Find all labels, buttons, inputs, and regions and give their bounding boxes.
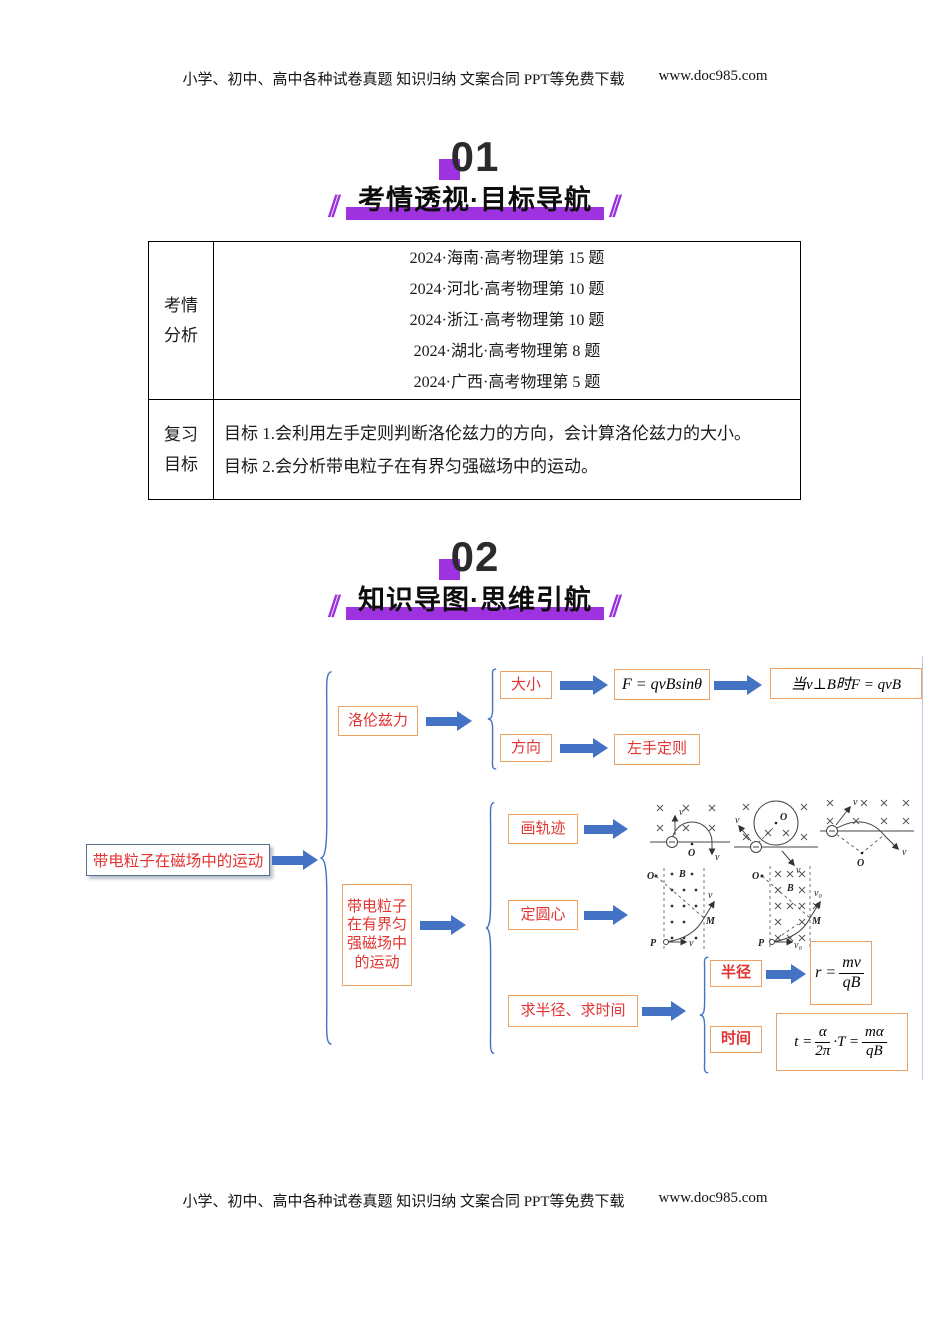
- header-text: 小学、初中、高中各种试卷真题 知识归纳 文案合同 PPT等免费下载: [182, 72, 625, 88]
- table-row: 复习 目标 目标 1.会利用左手定则判断洛伦兹力的方向，会计算洛伦兹力的大小。 …: [148, 399, 801, 500]
- svg-text:P: P: [650, 938, 657, 949]
- row-label-review-goals: 复习 目标: [148, 399, 214, 500]
- goals-cell: 目标 1.会利用左手定则判断洛伦兹力的方向，会计算洛伦兹力的大小。 目标 2.会…: [213, 399, 801, 500]
- flow-arrow: [584, 905, 628, 925]
- double-slash-left: ∥: [325, 192, 345, 217]
- svg-text:v₀: v₀: [814, 888, 822, 899]
- flow-arrow: [766, 964, 806, 984]
- node-magnitude: 大小: [500, 671, 552, 699]
- section-02-title-text: 知识导图·思维引航: [358, 585, 592, 615]
- node-lorentz-force: 洛伦兹力: [338, 706, 418, 736]
- exam-items-cell: 2024·海南·高考物理第 15 题 2024·河北·高考物理第 10 题 20…: [213, 241, 801, 400]
- section-02-title: ∥ 知识导图·思维引航 ∥: [0, 578, 950, 620]
- svg-text:v: v: [715, 852, 720, 863]
- svg-text:O: O: [752, 871, 759, 882]
- goal-item: 目标 1.会利用左手定则判断洛伦兹力的方向，会计算洛伦兹力的大小。: [224, 423, 751, 443]
- center-diagram-crosses: O B v₀ M P v₀: [752, 866, 822, 951]
- footer-url: www.doc985.com: [658, 1190, 768, 1206]
- formula-time: t = α 2π ·T = mα qB: [776, 1013, 908, 1071]
- canvas-right-border: [922, 656, 923, 1080]
- exam-item: 2024·湖北·高考物理第 8 题: [413, 343, 601, 360]
- node-time: 时间: [710, 1026, 762, 1053]
- trajectory-diagram-3: v O v: [820, 797, 914, 869]
- double-slash-right: ∥: [606, 592, 626, 617]
- flow-arrow: [426, 711, 472, 731]
- node-solve-radius-time: 求半径、求时间: [508, 995, 638, 1027]
- flow-arrow: [714, 675, 762, 695]
- number-accent-square: [438, 559, 460, 580]
- flow-arrow: [560, 675, 608, 695]
- row-label-exam-analysis: 考情 分析: [148, 241, 214, 400]
- flow-arrow: [584, 819, 628, 839]
- number-accent-square: [438, 159, 460, 180]
- svg-text:v: v: [735, 815, 740, 826]
- exam-item: 2024·河北·高考物理第 10 题: [409, 281, 605, 298]
- exam-analysis-table: 考情 分析 2024·海南·高考物理第 15 题 2024·河北·高考物理第 1…: [148, 241, 801, 500]
- formula-magnitude: F = qvBsinθ: [614, 669, 710, 700]
- svg-text:v: v: [902, 847, 907, 858]
- formula-perpendicular-condition: 当v⊥B时F = qvB: [770, 668, 922, 699]
- node-bounded-field-motion: 带电粒子在有界匀强磁场中的运动: [342, 884, 412, 986]
- svg-text:B: B: [786, 883, 794, 894]
- node-direction: 方向: [500, 734, 552, 762]
- node-find-center: 定圆心: [508, 900, 578, 930]
- brace-connector: [484, 800, 496, 1056]
- exam-item: 2024·海南·高考物理第 15 题: [409, 250, 605, 267]
- page-footer: 小学、初中、高中各种试卷真题 知识归纳 文案合同 PPT等免费下载 www.do…: [0, 1190, 950, 1211]
- exam-item: 2024·浙江·高考物理第 10 题: [409, 312, 605, 329]
- section-01-title: ∥ 考情透视·目标导航 ∥: [0, 178, 950, 220]
- svg-text:v: v: [679, 807, 684, 818]
- section-01-number: 01: [0, 136, 950, 180]
- center-diagram-dots: O B v M P v: [647, 868, 716, 950]
- section-02-number: 02: [0, 536, 950, 580]
- footer-text: 小学、初中、高中各种试卷真题 知识归纳 文案合同 PPT等免费下载: [182, 1194, 625, 1210]
- svg-text:B: B: [678, 869, 686, 880]
- svg-text:M: M: [811, 916, 822, 927]
- page-header: 小学、初中、高中各种试卷真题 知识归纳 文案合同 PPT等免费下载 www.do…: [0, 68, 950, 89]
- svg-text:P: P: [758, 938, 765, 949]
- node-draw-trajectory: 画轨迹: [508, 814, 578, 844]
- svg-text:O: O: [647, 871, 654, 882]
- trajectory-diagram-1: v O v: [650, 804, 730, 863]
- svg-text:v: v: [796, 865, 801, 875]
- svg-text:O: O: [857, 858, 864, 869]
- header-url: www.doc985.com: [658, 68, 768, 84]
- node-left-hand-rule: 左手定则: [614, 734, 700, 765]
- flow-arrow: [420, 915, 466, 935]
- svg-text:M: M: [705, 916, 716, 927]
- svg-text:v: v: [708, 890, 713, 901]
- flow-arrow: [560, 738, 608, 758]
- title-underline-bar: [346, 607, 604, 620]
- trajectory-diagram-2: O v v: [734, 800, 818, 875]
- double-slash-left: ∥: [325, 592, 345, 617]
- brace-connector: [318, 668, 334, 1048]
- title-underline-bar: [346, 207, 604, 220]
- brace-connector: [486, 668, 498, 770]
- table-row: 考情 分析 2024·海南·高考物理第 15 题 2024·河北·高考物理第 1…: [148, 241, 801, 400]
- svg-text:v₀: v₀: [794, 940, 802, 951]
- svg-text:v: v: [853, 797, 858, 808]
- node-radius: 半径: [710, 960, 762, 987]
- flow-arrow: [642, 1001, 686, 1021]
- flow-arrow: [272, 850, 318, 870]
- double-slash-right: ∥: [606, 192, 626, 217]
- brace-connector: [698, 956, 710, 1074]
- svg-text:O: O: [780, 812, 787, 823]
- svg-text:v: v: [689, 938, 694, 949]
- mindmap-root-node: 带电粒子在磁场中的运动: [86, 844, 270, 876]
- formula-radius: r = mv qB: [810, 941, 872, 1005]
- goal-item: 目标 2.会分析带电粒子在有界匀强磁场中的运动。: [224, 456, 598, 476]
- exam-item: 2024·广西·高考物理第 5 题: [413, 374, 601, 391]
- section-01-title-text: 考情透视·目标导航: [358, 185, 592, 215]
- svg-text:O: O: [688, 848, 695, 859]
